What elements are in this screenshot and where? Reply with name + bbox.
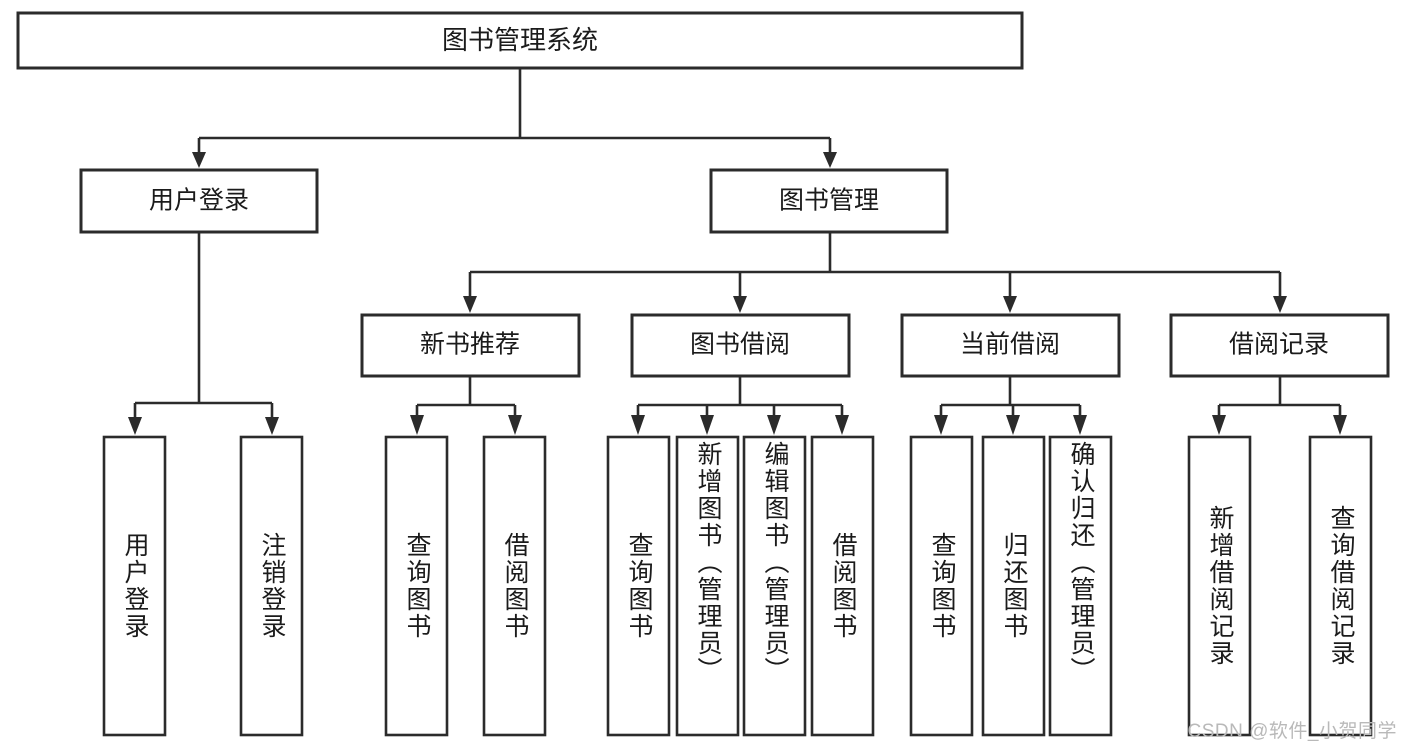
connector-group-user-login xyxy=(128,232,279,435)
leaf-box-borrow-book[interactable] xyxy=(810,435,875,737)
leaf-box-query-book-rec[interactable] xyxy=(384,435,449,737)
leaf-box-add-book-admin[interactable] xyxy=(675,435,740,737)
arrow-head-icon xyxy=(767,415,781,435)
node-borrow-record-label: 借阅记录 xyxy=(1229,331,1329,359)
leaf-box-borrow-book-rec[interactable] xyxy=(482,435,547,737)
arrow-head-icon xyxy=(128,417,142,435)
arrow-head-icon xyxy=(1073,415,1087,435)
arrow-head-icon xyxy=(823,152,837,168)
leaf-box-add-borrow-record[interactable] xyxy=(1187,435,1252,737)
leaf-box-user-logout[interactable] xyxy=(239,435,304,737)
node-user-login[interactable]: 用户登录 xyxy=(79,168,319,234)
arrow-head-icon xyxy=(1273,296,1287,313)
arrow-head-icon xyxy=(700,415,714,435)
node-new-book-recommend-box xyxy=(360,313,581,378)
node-current-borrow[interactable]: 当前借阅 xyxy=(900,313,1121,378)
connector-group-current-borrow xyxy=(934,376,1087,435)
node-book-borrow-label: 图书借阅 xyxy=(690,331,790,359)
node-book-borrow-box xyxy=(630,313,851,378)
arrow-head-icon xyxy=(1003,296,1017,313)
node-book-management-box xyxy=(709,168,949,234)
arrow-head-icon xyxy=(1212,415,1226,435)
node-root-label: 图书管理系统 xyxy=(442,25,598,55)
leaf-box-query-book-current[interactable] xyxy=(909,435,974,737)
connector-group-book-borrow xyxy=(631,376,849,435)
arrow-head-icon xyxy=(410,415,424,435)
node-user-login-label: 用户登录 xyxy=(149,187,249,215)
arrow-head-icon xyxy=(463,296,477,313)
connector-group-borrow-record xyxy=(1212,376,1347,435)
arrow-head-icon xyxy=(192,152,206,168)
arrow-head-icon xyxy=(265,417,279,435)
arrow-head-icon xyxy=(934,415,948,435)
node-user-login-box xyxy=(79,168,319,234)
node-new-book-recommend-label: 新书推荐 xyxy=(420,331,520,359)
connector-group-root xyxy=(192,68,837,168)
arrow-head-icon xyxy=(1333,415,1347,435)
node-book-management[interactable]: 图书管理 xyxy=(709,168,949,234)
node-root-book-management-system[interactable]: 图书管理系统 xyxy=(16,11,1024,70)
node-borrow-record-box xyxy=(1169,313,1390,378)
arrow-head-icon xyxy=(508,415,522,435)
node-current-borrow-box xyxy=(900,313,1121,378)
leaf-box-user-login[interactable] xyxy=(102,435,167,737)
connector-group-book-management xyxy=(463,232,1287,313)
arrow-head-icon xyxy=(733,296,747,313)
arrow-head-icon xyxy=(1006,415,1020,435)
node-current-borrow-label: 当前借阅 xyxy=(960,331,1060,359)
node-borrow-record[interactable]: 借阅记录 xyxy=(1169,313,1390,378)
leaf-box-confirm-return-admin[interactable] xyxy=(1048,435,1113,737)
leaf-boxes-group xyxy=(102,435,1373,737)
leaf-box-query-borrow-record[interactable] xyxy=(1308,435,1373,737)
node-root-box xyxy=(16,11,1024,70)
node-book-management-label: 图书管理 xyxy=(779,187,879,215)
arrow-head-icon xyxy=(631,415,645,435)
connector-group-new-book-recommend xyxy=(410,376,522,435)
leaf-box-return-book[interactable] xyxy=(981,435,1046,737)
arrow-head-icon xyxy=(835,415,849,435)
node-new-book-recommend[interactable]: 新书推荐 xyxy=(360,313,581,378)
node-book-borrow[interactable]: 图书借阅 xyxy=(630,313,851,378)
leaf-box-query-book-borrow[interactable] xyxy=(606,435,671,737)
csdn-watermark: CSDN @软件_小贺同学 xyxy=(1187,721,1397,742)
leaf-box-edit-book-admin[interactable] xyxy=(742,435,807,737)
